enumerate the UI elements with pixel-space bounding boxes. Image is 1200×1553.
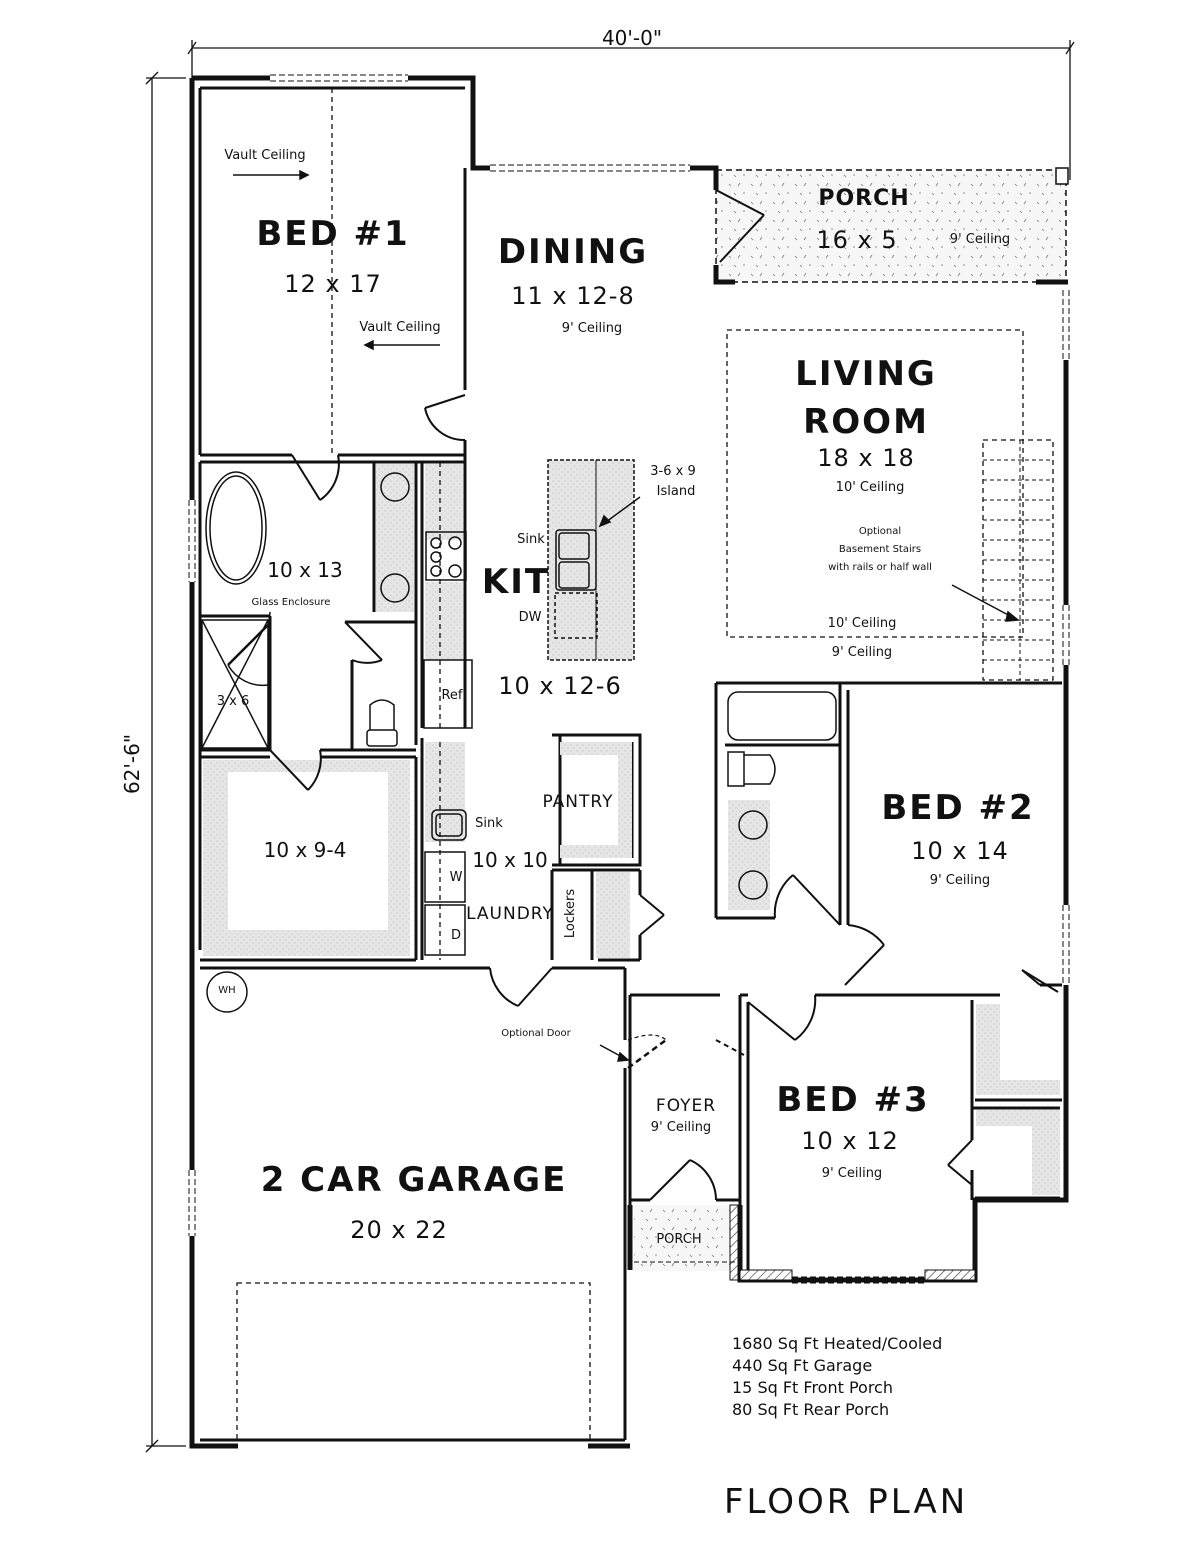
optional-door-note: Optional Door [501, 1028, 571, 1039]
stairs-note-line3: with rails or half wall [828, 562, 932, 573]
closet-size: 10 x 9-4 [263, 838, 347, 862]
garage-name: 2 CAR GARAGE [260, 1160, 568, 1200]
water-heater-label: WH [218, 985, 236, 996]
bed1-vault-note-bottom: Vault Ceiling [359, 320, 441, 335]
rear-porch-name: PORCH [818, 186, 910, 211]
dishwasher-label: DW [518, 610, 542, 625]
exterior-walls [189, 75, 1069, 1449]
width-dimension-line [187, 40, 1075, 180]
area-summary: 1680 Sq Ft Heated/Cooled 440 Sq Ft Garag… [732, 1333, 942, 1421]
pantry-name: PANTRY [542, 792, 614, 812]
lockers-label: Lockers [563, 888, 579, 939]
rear-porch-size: 16 x 5 [816, 226, 898, 254]
rear-porch-ceiling: 9' Ceiling [949, 232, 1011, 247]
bed1-vault-note-top: Vault Ceiling [224, 148, 306, 163]
laundry-sink-label: Sink [475, 816, 503, 831]
kitchen-name: KIT [481, 562, 551, 602]
dining-name: DINING [497, 232, 649, 272]
living-name-line2: ROOM [803, 402, 929, 442]
stairs-note-line1: Optional [858, 526, 902, 537]
fixtures [201, 471, 837, 1013]
bed1-size: 12 x 17 [284, 270, 382, 298]
bed3-size: 10 x 12 [801, 1127, 899, 1155]
stair-treads [983, 440, 1053, 680]
garage-size: 20 x 22 [350, 1216, 448, 1244]
plan-title: FLOOR PLAN [724, 1482, 969, 1522]
front-porch-name: PORCH [656, 1232, 702, 1247]
living-ceiling-outer: 9' Ceiling [831, 645, 893, 660]
windows [188, 74, 1070, 1284]
depth-dimension-line [145, 71, 186, 1453]
washer-label: W [449, 870, 463, 885]
annotation-arrows [233, 169, 1020, 1062]
laundry-size: 10 x 10 [472, 848, 548, 872]
laundry-name: LAUNDRY [466, 904, 554, 924]
bed3-ceiling: 9' Ceiling [821, 1166, 883, 1181]
living-ceiling-inner: 10' Ceiling [827, 616, 897, 631]
bed1-name: BED #1 [256, 214, 410, 254]
island-sink-label: Sink [517, 532, 545, 547]
island-note-line2: Island [656, 484, 696, 499]
overall-width-label: 40'-0" [601, 26, 663, 50]
dining-ceiling: 9' Ceiling [561, 321, 623, 336]
stat-heated: 1680 Sq Ft Heated/Cooled [732, 1334, 943, 1353]
foyer-ceiling: 9' Ceiling [650, 1120, 712, 1135]
glass-enclosure-note: Glass Enclosure [251, 597, 331, 608]
overall-depth-label: 62'-6" [120, 733, 145, 795]
bed3-name: BED #3 [776, 1080, 930, 1120]
dryer-label: D [450, 928, 462, 943]
counters [203, 459, 1060, 1195]
rear-porch-floor [716, 170, 1066, 282]
foyer-name: FOYER [655, 1096, 717, 1116]
living-ceiling: 10' Ceiling [835, 480, 905, 495]
dining-size: 11 x 12-8 [511, 282, 635, 310]
island-note-line1: 3-6 x 9 [650, 464, 696, 479]
living-size: 18 x 18 [817, 444, 915, 472]
bed2-name: BED #2 [881, 788, 1035, 828]
stat-garage: 440 Sq Ft Garage [732, 1356, 873, 1375]
shower-size: 3 x 6 [216, 694, 250, 709]
kitchen-size: 10 x 12-6 [498, 672, 622, 700]
stat-front-porch: 15 Sq Ft Front Porch [732, 1378, 893, 1397]
master-bath-size: 10 x 13 [267, 558, 343, 582]
refrigerator-label: Ref [441, 688, 463, 703]
stairs-note-line2: Basement Stairs [838, 544, 922, 555]
bed2-ceiling: 9' Ceiling [929, 873, 991, 888]
doors [269, 189, 1059, 1201]
stat-rear-porch: 80 Sq Ft Rear Porch [732, 1400, 890, 1419]
living-name-line1: LIVING [795, 354, 937, 394]
bed2-size: 10 x 14 [911, 837, 1009, 865]
